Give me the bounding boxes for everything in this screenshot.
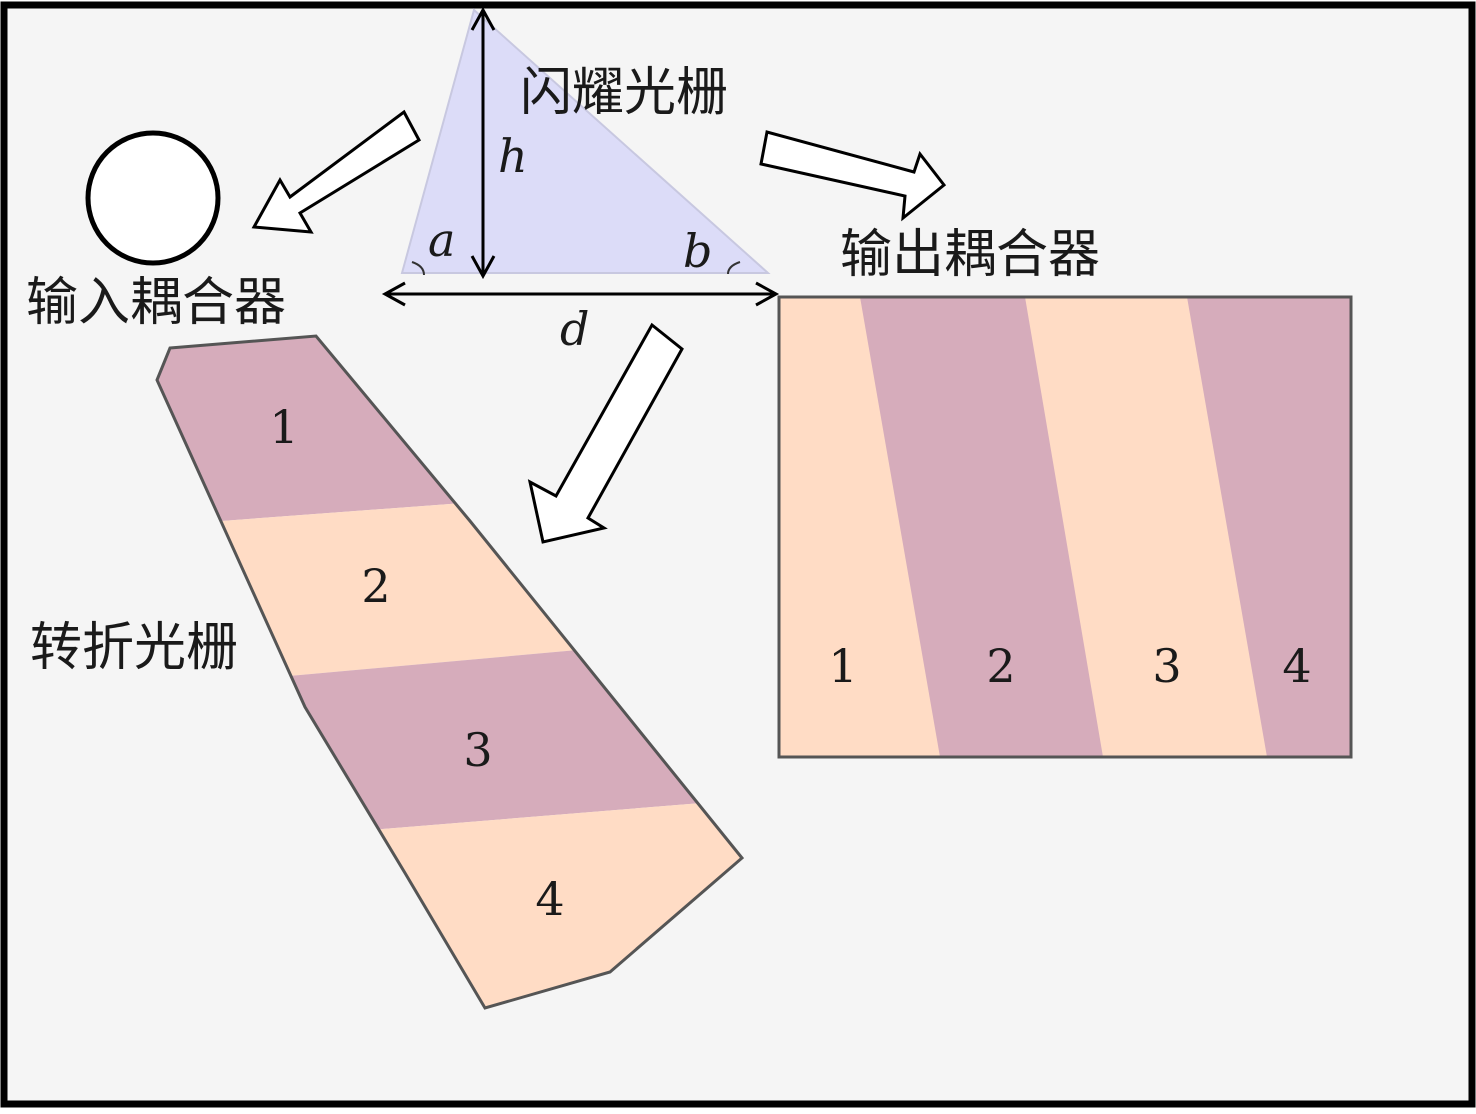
symbol-h: h: [498, 129, 528, 183]
label-blazed-grating: 闪耀光栅: [520, 63, 728, 123]
angle-a-arc: [411, 261, 425, 276]
turning-region-4: 4: [535, 872, 564, 926]
triangle-body: [400, 8, 771, 274]
symbol-a: a: [428, 213, 455, 267]
symbol-b: b: [683, 224, 712, 278]
output-region-1: 1: [828, 639, 857, 693]
width-arrow: [381, 281, 780, 307]
turning-region-3: 3: [463, 723, 492, 777]
label-turning-grating: 转折光栅: [30, 618, 238, 678]
arrow-to-output-coupler: [759, 130, 947, 222]
output-region-2: 2: [986, 639, 1015, 693]
output-region-4: 4: [1282, 639, 1311, 693]
turning-grating-border: [155, 334, 745, 1010]
symbol-d: d: [560, 302, 589, 356]
input-coupler-circle: [85, 130, 221, 266]
blazed-grating-triangle: [400, 8, 771, 276]
turning-region-1: 1: [269, 400, 298, 454]
label-input-coupler: 输入耦合器: [26, 273, 286, 333]
output-coupler: [777, 295, 1353, 759]
output-region-3: 3: [1152, 639, 1181, 693]
arrow-to-input-coupler: [251, 109, 421, 234]
height-arrow: [470, 6, 496, 280]
output-band-2: [860, 297, 1103, 757]
arrow-to-turning-grating: [527, 322, 684, 544]
label-output-coupler: 输出耦合器: [840, 225, 1100, 285]
output-band-4: [1187, 297, 1351, 757]
turning-region-2: 2: [361, 559, 390, 613]
angle-b-arc: [727, 261, 741, 275]
output-coupler-border: [777, 295, 1353, 759]
